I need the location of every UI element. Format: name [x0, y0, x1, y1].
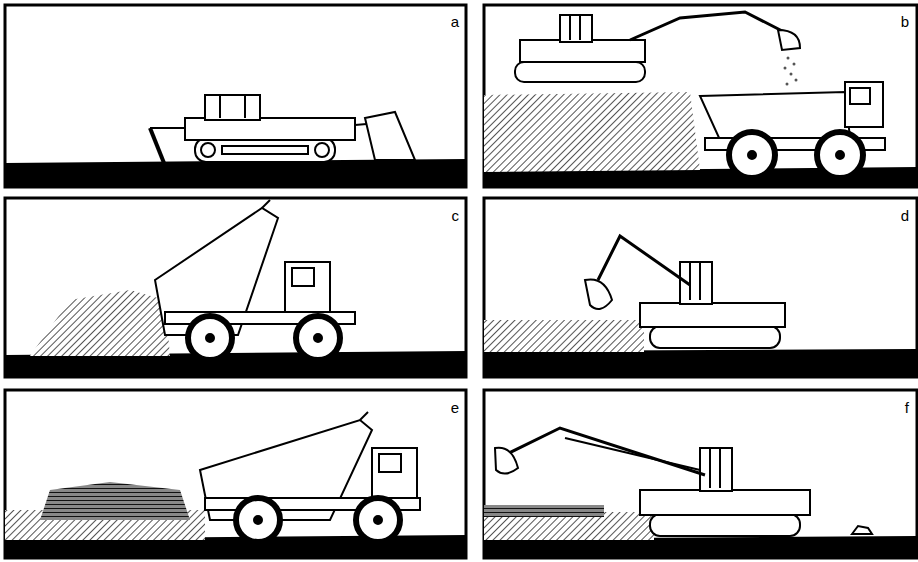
spread-layer: [484, 320, 644, 352]
panel-frame: [484, 390, 917, 558]
panel-a: [5, 5, 466, 187]
small-object: [852, 526, 872, 534]
panel-d: [484, 198, 917, 377]
panel-letter: b: [900, 14, 910, 29]
dumped-pile: [30, 290, 170, 356]
bulldozer: [150, 95, 415, 178]
excavator: [495, 428, 810, 536]
falling-dirt: [784, 57, 798, 86]
panel-letter: c: [451, 208, 461, 223]
excavator: [515, 12, 800, 82]
panel-f: [484, 390, 917, 558]
panel-frame: [5, 5, 466, 187]
dump-truck-tipping: [200, 412, 420, 542]
panel-letter: d: [900, 208, 910, 223]
panel-letter: e: [450, 400, 460, 415]
panel-c: [5, 198, 466, 377]
panel-b: [484, 5, 917, 187]
ground: [484, 537, 917, 558]
panel-frame: [484, 198, 917, 377]
panel-frame: [484, 5, 917, 187]
panel-e: [5, 390, 466, 558]
gravel-pile: [484, 92, 700, 172]
dump-truck: [700, 82, 885, 178]
compacted-layer: [484, 505, 604, 517]
ground: [484, 350, 917, 377]
new-pile: [40, 482, 190, 520]
dump-truck-tipping: [155, 200, 355, 360]
panel-frame: [5, 390, 466, 558]
excavator: [585, 236, 785, 348]
panel-frame: [5, 198, 466, 377]
panel-letter: f: [904, 400, 910, 415]
panel-letter: a: [450, 14, 460, 29]
ground: [5, 160, 466, 187]
